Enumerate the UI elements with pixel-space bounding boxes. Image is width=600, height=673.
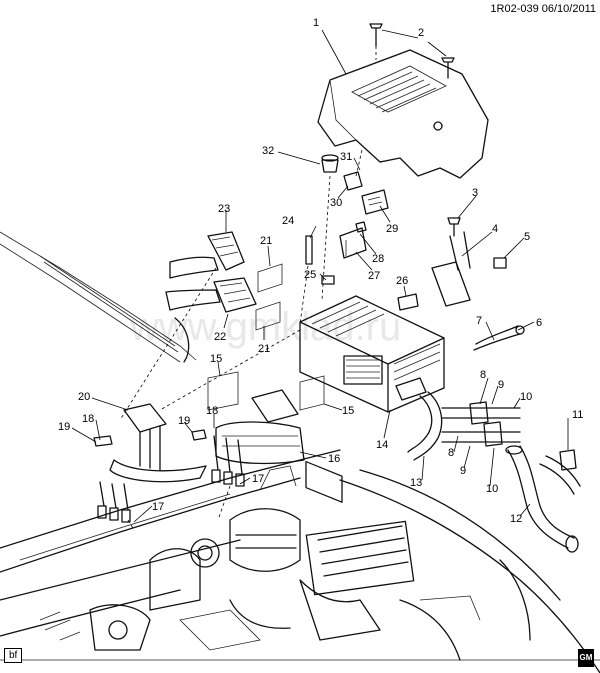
callout-7: 7 (476, 315, 482, 327)
sensor-harness-6 (473, 325, 525, 351)
callout-16: 16 (328, 453, 340, 465)
bracket-29 (361, 189, 389, 215)
callout-10a: 10 (520, 391, 532, 403)
callout-29: 29 (386, 223, 398, 235)
callout-19a: 19 (58, 421, 70, 433)
callout-1: 1 (313, 17, 319, 29)
bolt-28 (355, 221, 367, 233)
engine-cover (317, 49, 489, 179)
callout-4: 4 (492, 223, 498, 235)
clamp-11 (559, 449, 577, 471)
callout-9b: 9 (460, 465, 466, 477)
gasket-15 (207, 371, 325, 411)
callout-30: 30 (330, 197, 342, 209)
callout-22: 22 (214, 331, 226, 343)
callout-27: 27 (368, 270, 380, 282)
callout-6: 6 (536, 317, 542, 329)
callout-15a: 15 (210, 353, 222, 365)
callout-11: 11 (572, 409, 583, 421)
callout-24: 24 (282, 215, 294, 227)
nut-25 (321, 275, 335, 285)
callout-19b: 19 (178, 415, 190, 427)
callout-21a: 21 (260, 235, 272, 247)
leader-lines (71, 29, 569, 523)
callout-13: 13 (410, 477, 422, 489)
pipe-assembly (441, 401, 521, 447)
callout-5: 5 (524, 231, 530, 243)
callout-labels: 1 2 32 31 30 29 28 27 24 25 26 3 4 5 6 7… (58, 17, 583, 525)
control-module (299, 295, 445, 503)
callout-28: 28 (372, 253, 384, 265)
callout-12: 12 (510, 513, 522, 525)
callout-2: 2 (418, 27, 424, 39)
vehicle-body-outline (0, 231, 600, 673)
connector-22 (165, 277, 257, 313)
callout-25: 25 (304, 269, 316, 281)
alignment-lines (119, 46, 377, 531)
hose-13 (407, 391, 443, 461)
bolt-2 (369, 23, 455, 79)
callout-8b: 8 (448, 447, 454, 459)
diagram-code: 1R02-039 06/10/2011 (490, 3, 596, 15)
callout-8a: 8 (480, 369, 486, 381)
callout-10b: 10 (486, 483, 498, 495)
grommet-32 (321, 154, 339, 173)
gasket-21 (255, 263, 283, 331)
callout-15b: 15 (342, 405, 354, 417)
ignition-coil-left (93, 403, 207, 523)
clip-30 (343, 171, 363, 191)
gm-logo: GM (578, 649, 594, 667)
footer-tag: bf (4, 648, 23, 663)
callout-21b: 21 (258, 343, 270, 355)
stud-24 (305, 235, 313, 265)
callout-17a: 17 (152, 501, 164, 513)
callout-3: 3 (472, 187, 478, 199)
hose-12 (505, 445, 581, 553)
callout-31: 31 (340, 151, 352, 163)
nut-5 (493, 257, 507, 269)
bracket-4 (431, 231, 471, 307)
ignition-coil-right (191, 389, 305, 487)
bracket-27 (339, 227, 367, 259)
callout-23: 23 (218, 203, 230, 215)
connector-23 (169, 231, 245, 279)
callout-26: 26 (396, 275, 408, 287)
callout-9a: 9 (498, 379, 504, 391)
callout-17b: 17 (252, 473, 264, 485)
bolt-3 (447, 217, 461, 237)
callout-32: 32 (262, 145, 274, 157)
callout-14: 14 (376, 439, 388, 451)
callout-18a: 18 (82, 413, 94, 425)
label-26 (397, 293, 419, 311)
callout-20: 20 (78, 391, 90, 403)
callout-18b: 18 (206, 405, 218, 417)
